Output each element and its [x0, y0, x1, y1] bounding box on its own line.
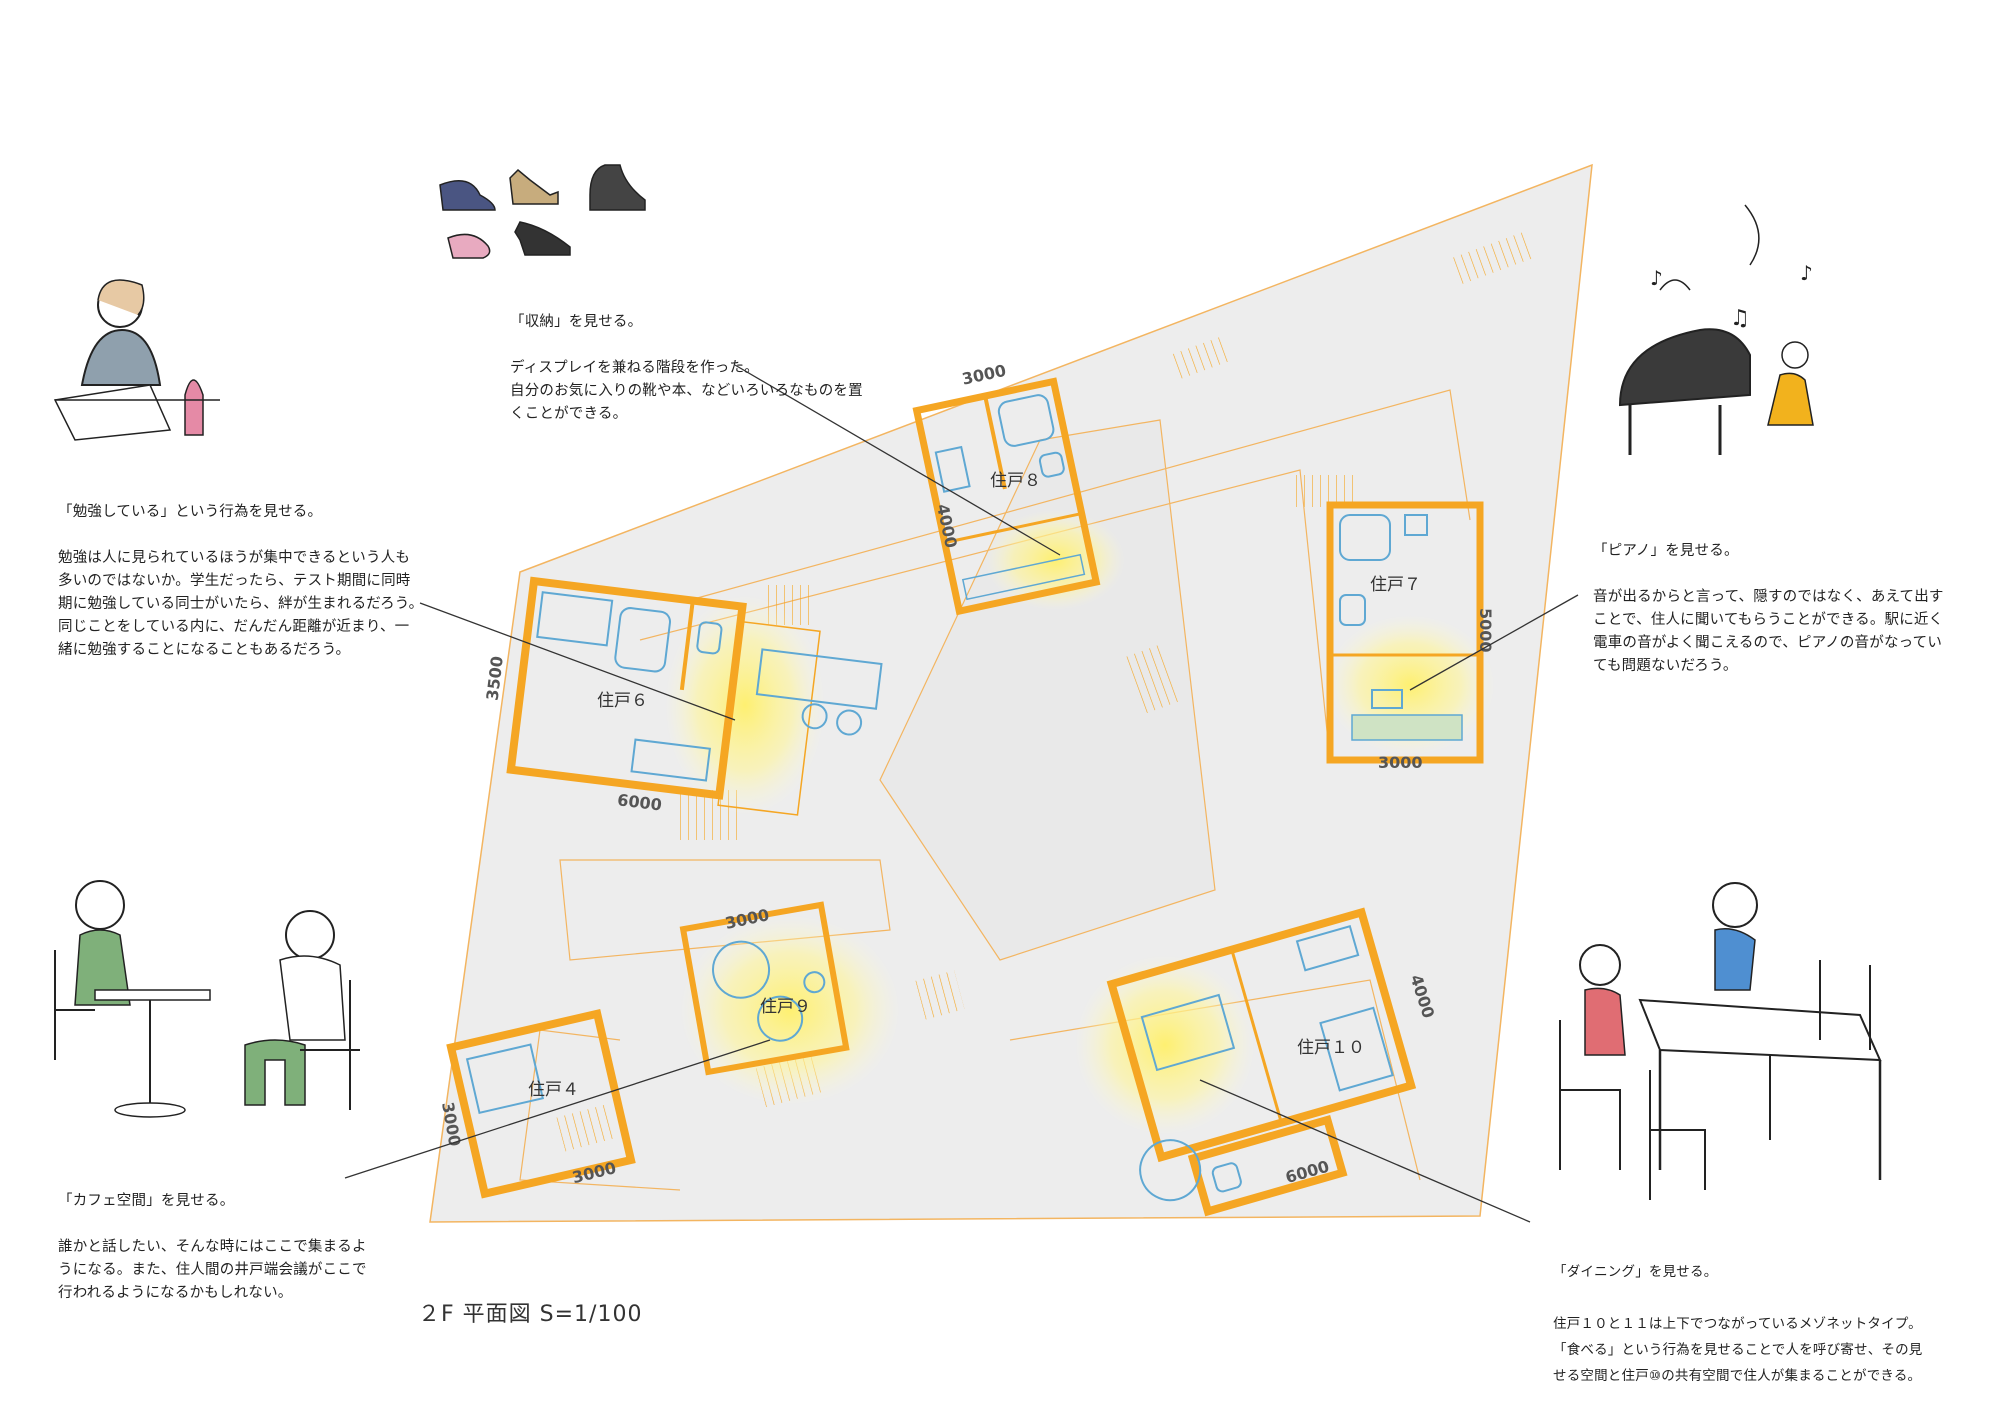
note-dining: 「ダイニング」を見せる。 住戸１０と１１は上下でつながっているメゾネットタイプ。… [1553, 1233, 1923, 1415]
glow-unit6 [665, 595, 825, 815]
note-dining-body: 住戸１０と１１は上下でつながっているメゾネットタイプ。 「食べる」という行為を見… [1553, 1316, 1923, 1384]
unit7-label: 住戸７ [1370, 575, 1421, 595]
path-line-4 [519, 1029, 681, 1191]
leader-piano [1409, 594, 1579, 691]
unit10-label: 住戸１０ [1297, 1038, 1365, 1058]
stair-unit9 [915, 970, 965, 1020]
unit10 [1106, 907, 1417, 1217]
svg-text:♪: ♪ [1800, 261, 1813, 285]
note-study: 「勉強している」という行為を見せる。 勉強は人に見られているほうが集中できるとい… [58, 478, 423, 685]
dim-unit8-width: 3000 [960, 361, 1008, 389]
unit9-label: 住戸９ [760, 997, 811, 1017]
unit9 [679, 901, 850, 1076]
note-storage-title: 「収納」を見せる。 [510, 314, 643, 330]
svg-text:♪: ♪ [1650, 266, 1663, 290]
dim-unit7-depth: 5000 [1476, 608, 1495, 653]
leader-study [419, 602, 736, 721]
note-cafe-body: 誰かと話したい、そんな時にはここで集まるよ うになる。また、住人間の井戸端会議が… [58, 1239, 367, 1301]
pianist-illustration: ♪ ♫ ♪ [1618, 204, 1814, 455]
unit4-label: 住戸４ [528, 1080, 579, 1100]
plan-title: ２F 平面図 S=1/100 [418, 1302, 643, 1327]
stair-north [1447, 232, 1533, 286]
student-illustration [53, 279, 220, 441]
note-study-body: 勉強は人に見られているほうが集中できるという人も 多いのではないか。学生だったら… [58, 550, 424, 658]
note-study-title: 「勉強している」という行為を見せる。 [58, 504, 323, 520]
note-piano-body: 音が出るからと言って、隠すのではなく、あえて出す ことで、住人に聞いてもらうこと… [1593, 589, 1944, 674]
note-cafe: 「カフェ空間」を見せる。 誰かと話したい、そんな時にはここで集まるよ うになる。… [58, 1167, 367, 1328]
unit7 [1326, 501, 1484, 764]
dining-illustration [1559, 882, 1882, 1200]
stair-center [1120, 644, 1180, 716]
leader-dining [1199, 1079, 1531, 1223]
shoes-illustration [439, 164, 646, 259]
path-line-2 [639, 469, 1331, 761]
glow-unit10 [1075, 955, 1255, 1135]
unit6 [506, 576, 883, 816]
note-storage-body: ディスプレイを兼ねる階段を作った。 自分のお気に入りの靴や本、などいろいろなもの… [510, 360, 863, 422]
glow-unit9 [680, 915, 900, 1105]
cafe-illustration [54, 880, 360, 1118]
stair-north-2 [1167, 335, 1233, 381]
leader-cafe [344, 1039, 771, 1179]
unit8 [912, 377, 1101, 616]
unit6-label: 住戸６ [597, 691, 648, 711]
dim-unit7-width: 3000 [1378, 753, 1423, 772]
path-west [559, 859, 891, 961]
courtyard [879, 419, 1216, 961]
note-cafe-title: 「カフェ空間」を見せる。 [58, 1193, 235, 1209]
unit4 [446, 1009, 636, 1199]
note-piano-title: 「ピアノ」を見せる。 [1593, 543, 1739, 559]
stair-unit4 [556, 1103, 619, 1152]
note-storage: 「収納」を見せる。 ディスプレイを兼ねる階段を作った。 自分のお気に入りの靴や本… [510, 288, 863, 449]
unit8-label: 住戸８ [990, 471, 1041, 491]
note-piano: 「ピアノ」を見せる。 音が出るからと言って、隠すのではなく、あえて出す ことで、… [1593, 517, 1944, 701]
leader-storage [734, 364, 1061, 556]
svg-text:♫: ♫ [1730, 306, 1750, 331]
note-dining-title: 「ダイニング」を見せる。 [1553, 1264, 1718, 1280]
